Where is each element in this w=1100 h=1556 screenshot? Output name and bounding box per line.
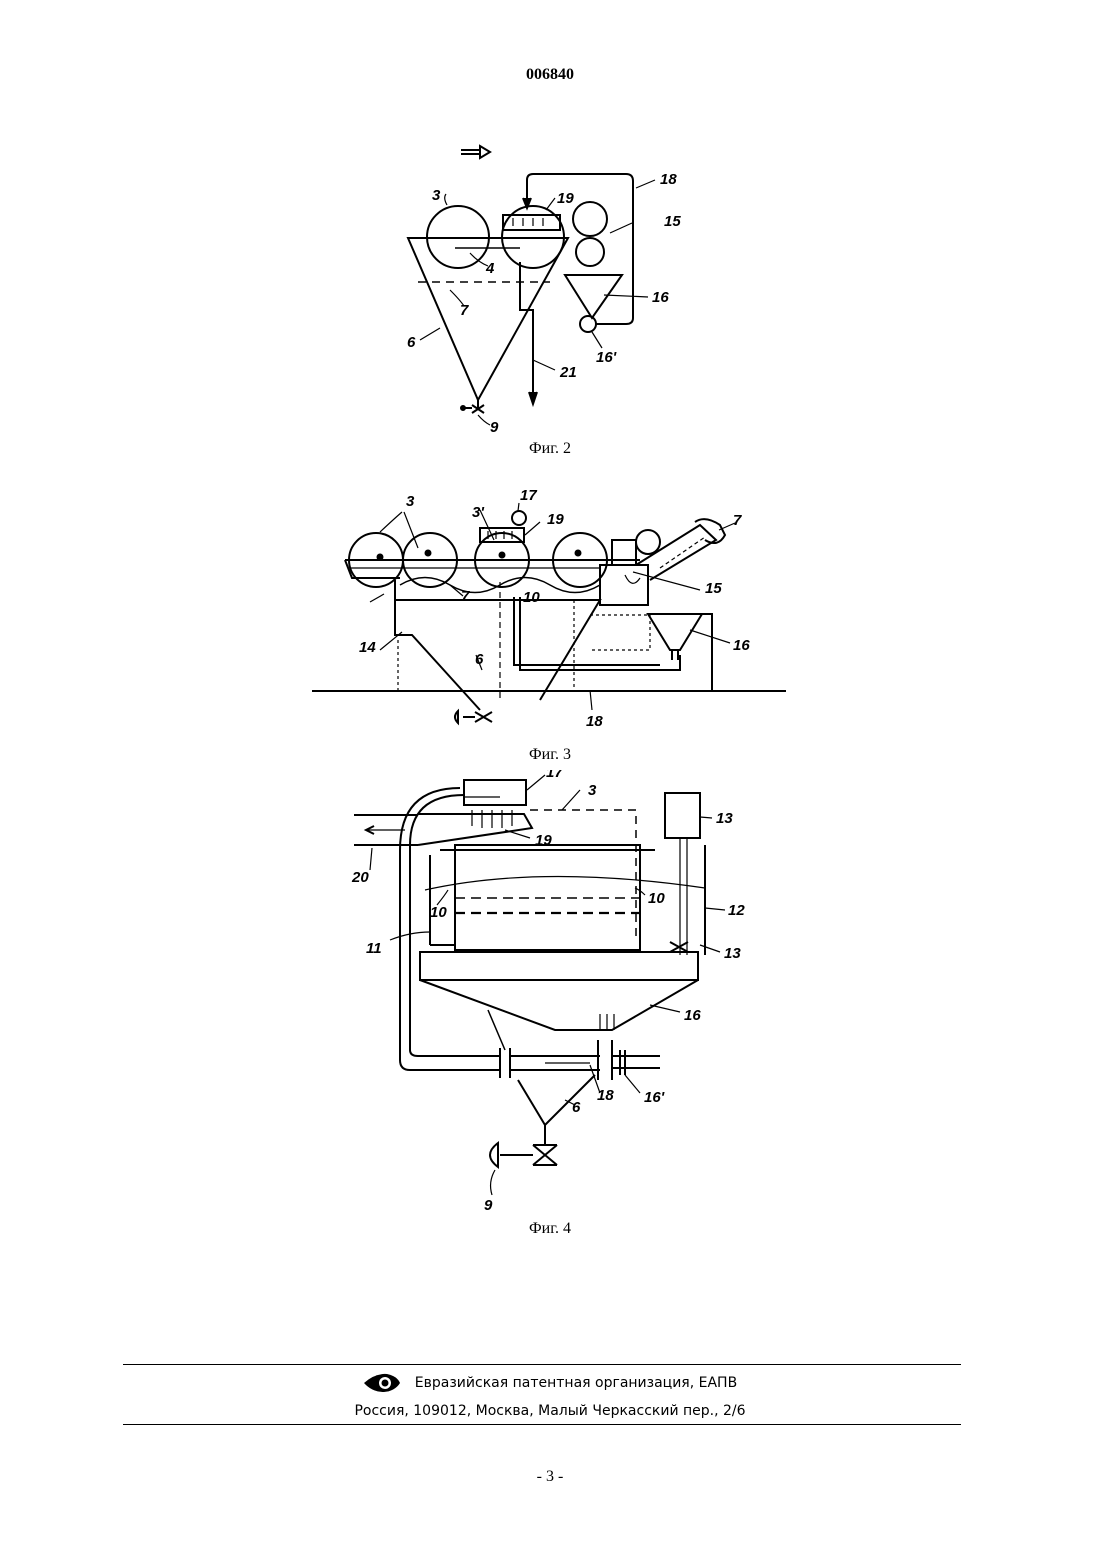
label-16: 16: [652, 289, 669, 306]
label-7-upper: 7: [733, 512, 742, 529]
label-16-prime: 16': [644, 1089, 665, 1106]
figure-2-drawing: 3 19 18 15 4 7 16 6 16' 21 9: [0, 140, 1100, 440]
label-16-prime: 16': [596, 349, 617, 366]
figure-3-caption: Фиг. 3: [0, 746, 1100, 764]
footer-bottom-rule: [123, 1424, 961, 1425]
page-number: - 3 -: [0, 1468, 1100, 1486]
footer-organization-line: Евразийская патентная организация, ЕАПВ: [0, 1372, 1100, 1394]
figure-3-drawing: 3 3' 17 19 7 7 10 15 14 6 16 18: [0, 480, 1100, 740]
label-3: 3: [406, 493, 415, 510]
label-13-top: 13: [716, 810, 733, 827]
footer-address: Россия, 109012, Москва, Малый Черкасский…: [0, 1403, 1100, 1419]
label-12: 12: [728, 902, 745, 919]
label-18: 18: [660, 171, 677, 188]
footer-top-rule: [123, 1364, 961, 1365]
label-10-right: 10: [648, 890, 665, 907]
figure-4-drawing: 17 3 13 19 20 10 10 12 11 13 16 18 16' 6…: [0, 770, 1100, 1215]
footer-organization: Евразийская патентная организация, ЕАПВ: [415, 1375, 737, 1391]
label-17: 17: [520, 487, 537, 504]
label-15: 15: [705, 580, 722, 597]
label-15: 15: [664, 213, 681, 230]
label-16: 16: [684, 1007, 701, 1024]
label-16: 16: [733, 637, 750, 654]
label-9: 9: [490, 419, 499, 436]
label-9: 9: [484, 1197, 493, 1214]
figure-4-caption: Фиг. 4: [0, 1220, 1100, 1238]
label-7: 7: [460, 302, 469, 319]
label-19: 19: [547, 511, 564, 528]
label-14: 14: [359, 639, 376, 656]
label-19: 19: [557, 190, 574, 207]
label-19: 19: [535, 832, 552, 849]
label-3-prime: 3': [472, 504, 484, 521]
label-3: 3: [588, 782, 597, 799]
eapo-eye-icon: [363, 1372, 401, 1394]
label-7-lower: 7: [461, 588, 470, 605]
label-10: 10: [523, 589, 540, 606]
label-4: 4: [485, 260, 495, 277]
label-18: 18: [586, 713, 603, 730]
label-18: 18: [597, 1087, 614, 1104]
label-20: 20: [351, 869, 369, 886]
label-11: 11: [366, 940, 382, 957]
label-6: 6: [407, 334, 416, 351]
label-3: 3: [432, 187, 441, 204]
figure-2-caption: Фиг. 2: [0, 440, 1100, 458]
label-17: 17: [546, 770, 563, 781]
label-21: 21: [559, 364, 577, 381]
label-10-left: 10: [430, 904, 447, 921]
label-13-bottom: 13: [724, 945, 741, 962]
label-6: 6: [572, 1099, 581, 1116]
label-6: 6: [475, 651, 484, 668]
patent-number: 006840: [0, 66, 1100, 84]
